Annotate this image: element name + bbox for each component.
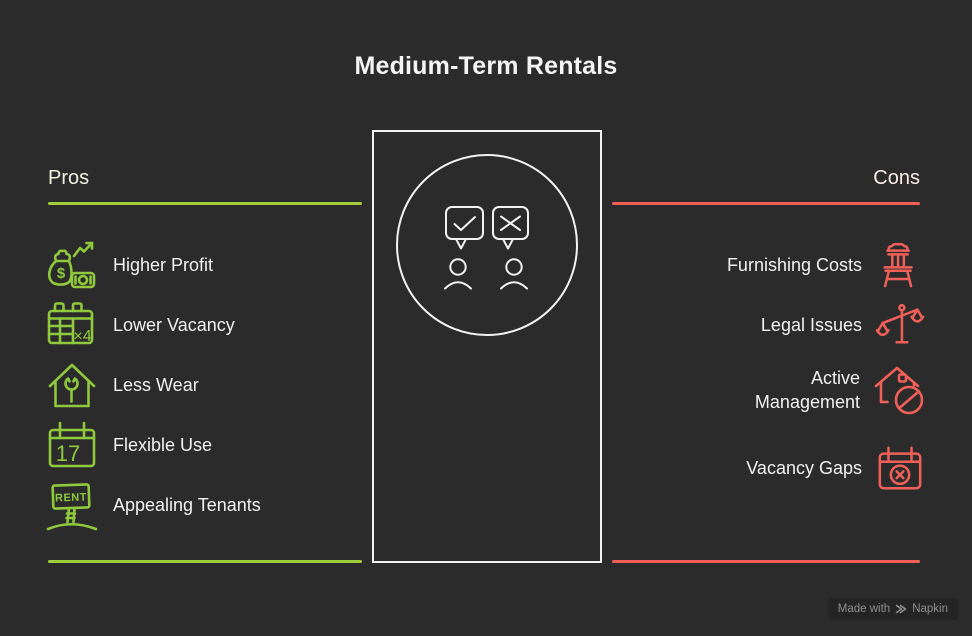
watermark-prefix: Made with [837,603,891,615]
center-panel [372,130,602,563]
cons-item-legal-issues: Legal Issues [761,299,925,351]
pros-heading: Pros [48,167,90,189]
cons-item-label: Active Management [754,368,860,412]
pros-divider-bottom [48,560,362,563]
cons-item-active-management: Active Management [710,362,925,418]
pros-item-label: Appealing Tenants [113,495,261,515]
pros-item-appealing-tenants: RENT Appealing Tenants [46,479,261,531]
calendar-x4-icon: ×4 [46,299,98,351]
cons-divider-top [612,202,920,205]
pros-item-label: Lower Vacancy [113,315,235,335]
people-check-cross-icon [396,154,578,336]
rent-sign-icon: RENT [46,479,98,531]
svg-text:RENT: RENT [55,491,87,504]
page-title: Medium-Term Rentals [354,52,618,80]
cons-heading: Cons [873,167,920,189]
napkin-watermark[interactable]: Made with Napkin [827,598,958,620]
cons-divider-bottom [612,560,920,563]
house-wrench-icon [46,359,98,411]
pros-item-label: Higher Profit [113,255,214,275]
svg-text:17: 17 [56,441,80,466]
chair-icon [875,240,925,290]
calendar-17-icon: 17 [46,419,98,471]
cons-item-label: Furnishing Costs [726,255,862,275]
svg-text:×4: ×4 [73,328,91,345]
pros-item-higher-profit: $ Higher Profit [46,239,213,291]
watermark-brand: Napkin [912,603,948,615]
svg-text:$: $ [57,265,66,282]
pros-item-label: Flexible Use [113,435,213,455]
money-bag-growth-icon: $ [46,239,98,291]
cons-item-label: Vacancy Gaps [746,458,862,478]
scales-icon [875,300,925,350]
cons-item-furnishing-costs: Furnishing Costs [727,239,925,291]
napkin-logo-icon [895,603,907,615]
pros-item-lower-vacancy: ×4 Lower Vacancy [46,299,235,351]
cons-item-vacancy-gaps: Vacancy Gaps [746,442,925,494]
house-prohibited-icon [873,364,925,416]
calendar-x-icon [875,443,925,493]
pros-item-label: Less Wear [113,375,199,395]
pros-divider-top [48,202,362,205]
cons-item-label: Legal Issues [760,315,862,335]
pros-item-flexible-use: 17 Flexible Use [46,419,212,471]
pros-item-less-wear: Less Wear [46,359,199,411]
